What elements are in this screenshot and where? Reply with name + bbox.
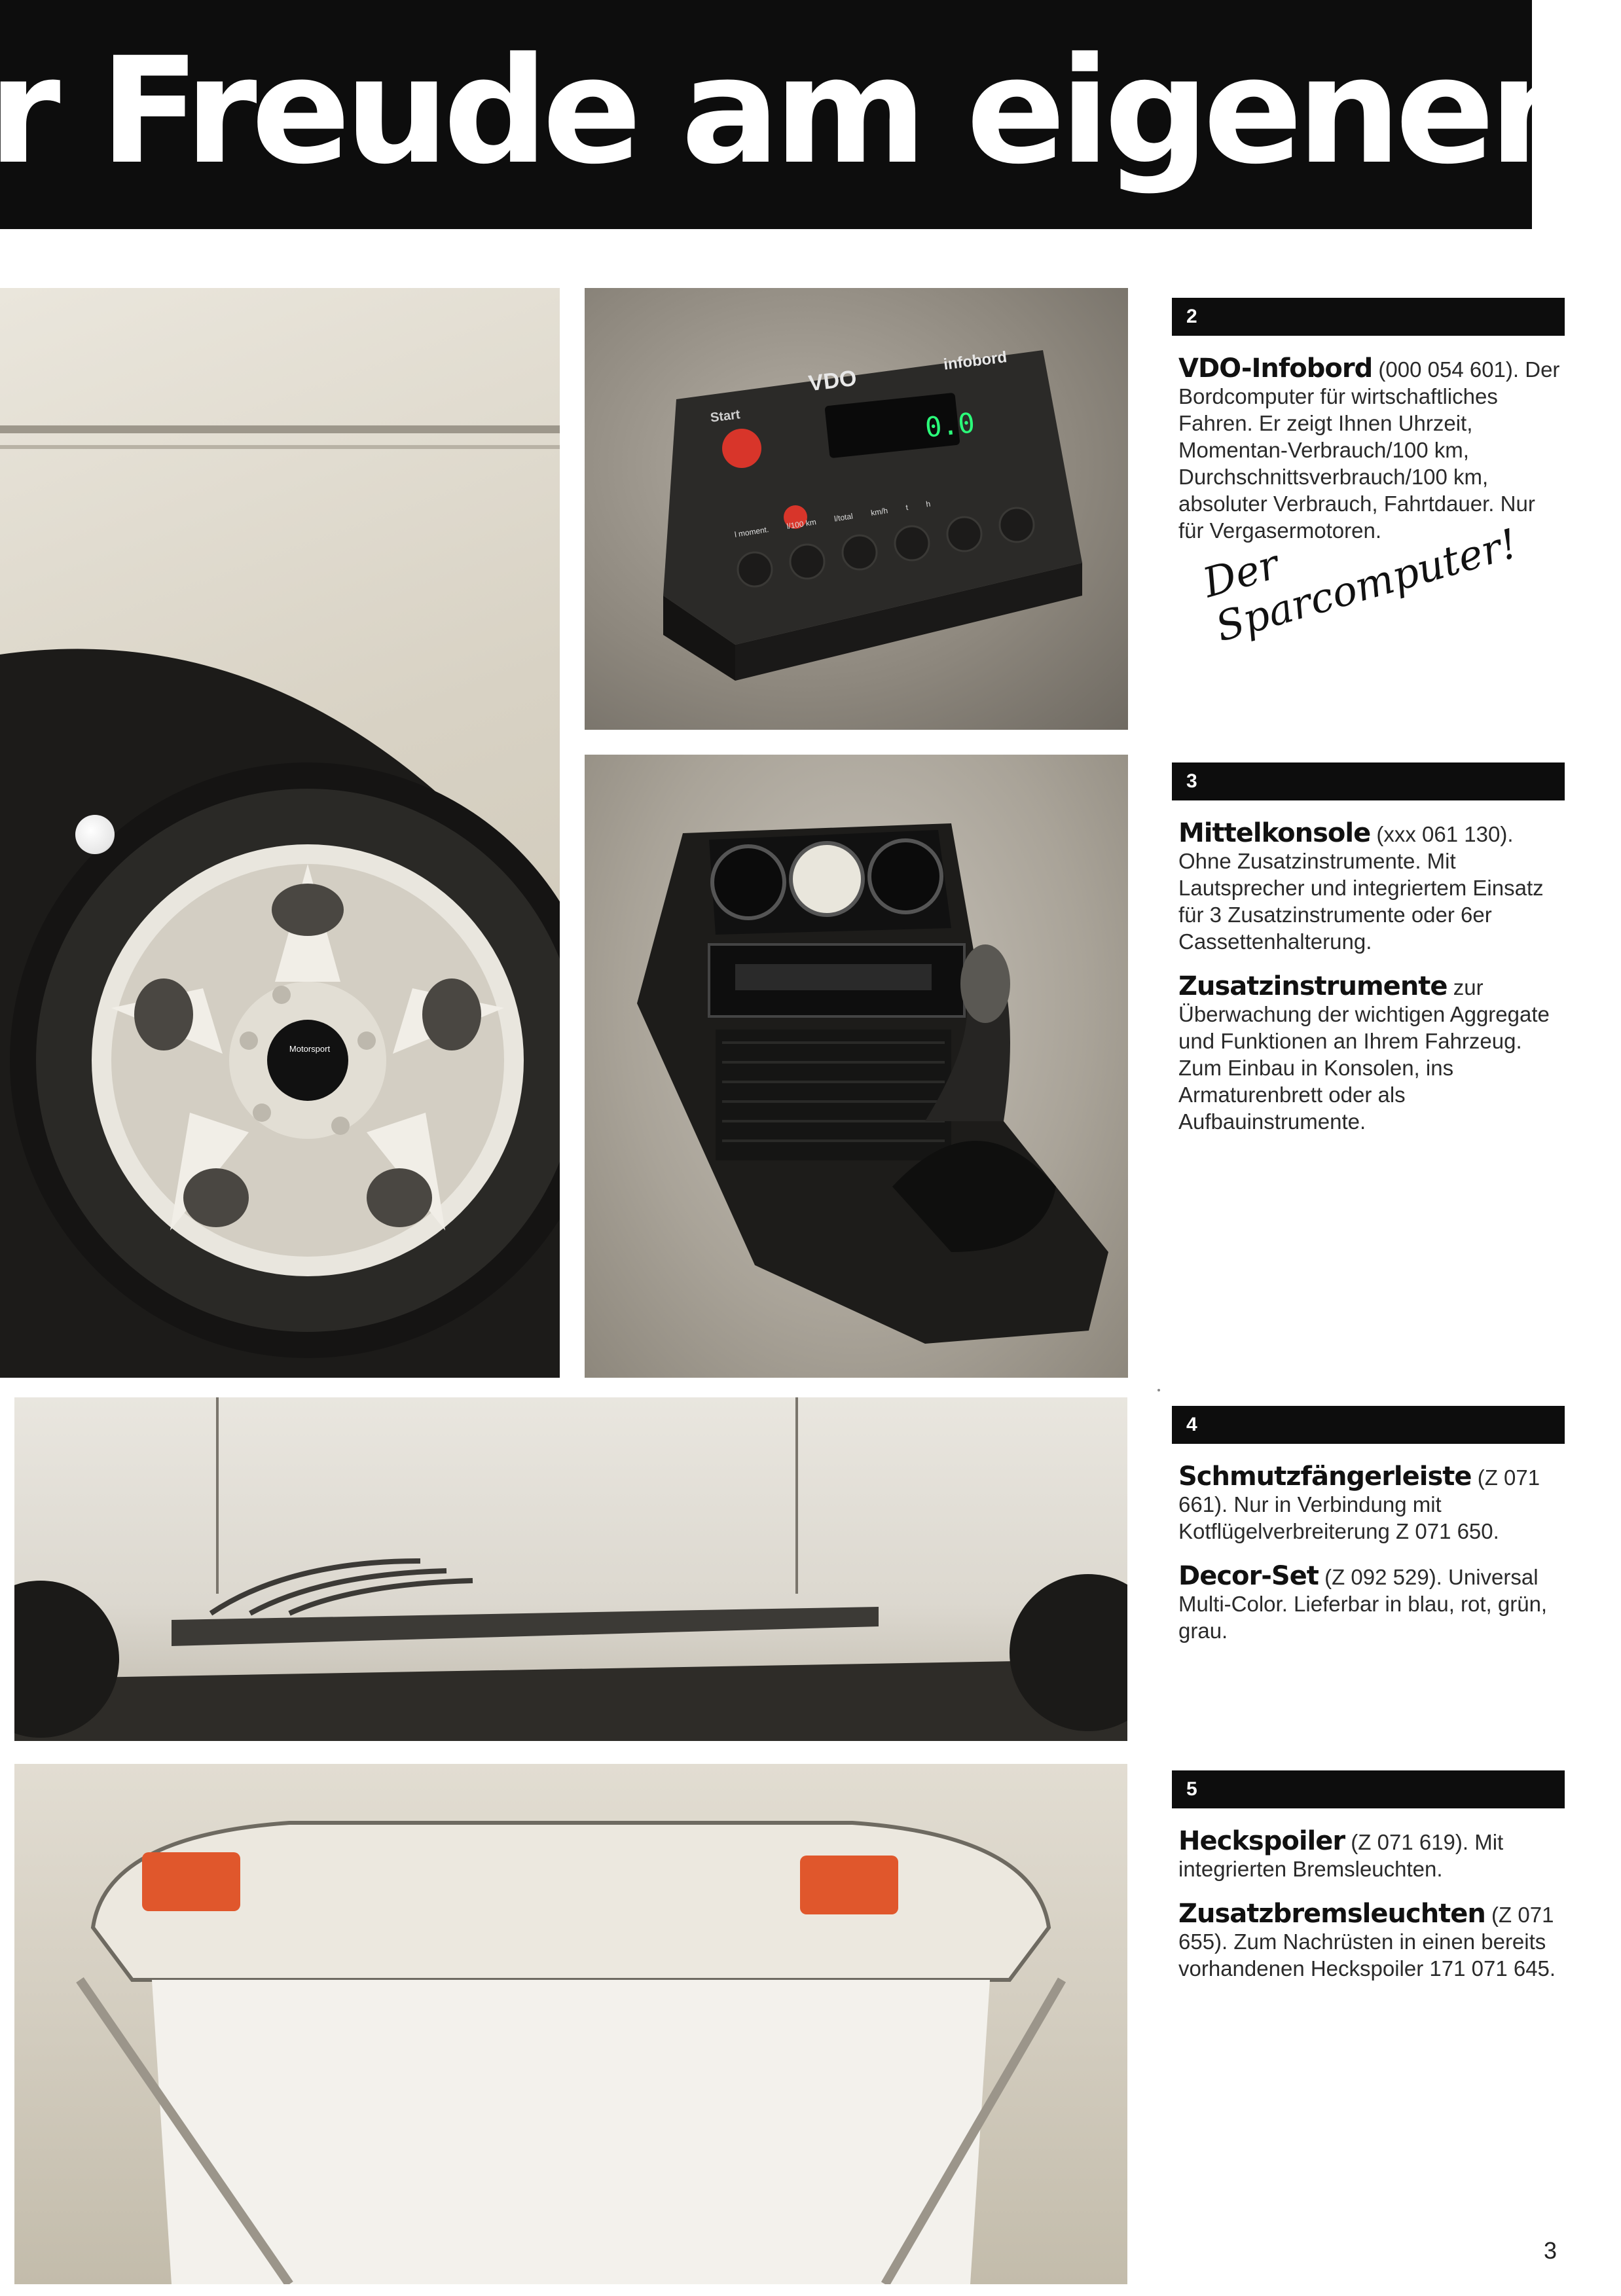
photo-alloy-wheel: Motorsport xyxy=(0,288,560,1378)
alloy-wheel-illustration xyxy=(0,425,560,1378)
button-label: t xyxy=(905,503,909,512)
product-description: zur Überwachung der wichtigen Aggregate … xyxy=(1178,975,1550,1134)
infobord-display-value: 0.0 xyxy=(923,406,977,444)
product-title: Schmutzfängerleiste xyxy=(1178,1462,1472,1492)
wheel-hub-logo-text: Motorsport xyxy=(289,1044,331,1054)
product-title: Zusatzinstrumente xyxy=(1178,971,1448,1001)
product-paragraph: Zusatzinstrumente zur Überwachung der wi… xyxy=(1178,973,1565,1135)
section-number-bar: 2 xyxy=(1172,298,1565,336)
product-description: (000 054 601). Der Bordcomputer für wirt… xyxy=(1178,357,1560,543)
product-title: Decor-Set xyxy=(1178,1561,1319,1591)
product-description: (xxx 061 130). Ohne Zusatzinstrumente. M… xyxy=(1178,822,1544,954)
photo-center-console xyxy=(585,755,1128,1378)
rear-spoiler-illustration xyxy=(76,1821,1066,2284)
binder-hole-icon xyxy=(75,815,115,854)
center-console-illustration xyxy=(637,823,1108,1344)
product-paragraph: Mittelkonsole (xxx 061 130). Ohne Zusatz… xyxy=(1178,820,1565,955)
product-title: Mittelkonsole xyxy=(1178,818,1371,848)
side-skirt-illustration xyxy=(14,1397,1127,1741)
photo-side-skirt-decor xyxy=(14,1397,1127,1741)
page-headline: r Freude am eigenen Auto. xyxy=(0,26,1532,196)
product-title: Zusatzbremsleuchten xyxy=(1178,1899,1486,1929)
product-title: VDO-Infobord xyxy=(1178,353,1373,384)
product-title: Heckspoiler xyxy=(1178,1826,1345,1856)
product-description: (Z 071 619). Mit integrierten Bremsleuch… xyxy=(1178,1830,1504,1881)
product-paragraph: VDO-Infobord (000 054 601). Der Bordcomp… xyxy=(1178,355,1565,544)
product-description: (Z 092 529). Universal Multi-Color. Lief… xyxy=(1178,1565,1548,1643)
product-entry-5: 5 Heckspoiler (Z 071 619). Mit integrier… xyxy=(1172,1770,1565,2000)
product-entry-3: 3 Mittelkonsole (xxx 061 130). Ohne Zusa… xyxy=(1172,762,1565,1153)
product-entry-2: 2 VDO-Infobord (000 054 601). Der Bordco… xyxy=(1172,298,1565,654)
printer-mark xyxy=(1157,1389,1160,1391)
photo-vdo-infobord: VDO infobord Start 0.0 l moment. l/100 k… xyxy=(585,288,1128,730)
product-paragraph: Decor-Set (Z 092 529). Universal Multi-C… xyxy=(1178,1563,1565,1644)
section-number-bar: 4 xyxy=(1172,1406,1565,1444)
product-paragraph: Heckspoiler (Z 071 619). Mit integrierte… xyxy=(1178,1828,1565,1882)
page-number: 3 xyxy=(1544,2237,1557,2264)
infobord-device-illustration xyxy=(663,350,1082,681)
product-description: (Z 071 655). Zum Nachrüsten in einen ber… xyxy=(1178,1903,1556,1981)
product-paragraph: Zusatzbremsleuchten (Z 071 655). Zum Nac… xyxy=(1178,1901,1565,1982)
section-number-bar: 3 xyxy=(1172,762,1565,800)
product-description: (Z 071 661). Nur in Verbindung mit Kotfl… xyxy=(1178,1465,1540,1543)
product-entry-4: 4 Schmutzfängerleiste (Z 071 661). Nur i… xyxy=(1172,1406,1565,1662)
product-paragraph: Schmutzfängerleiste (Z 071 661). Nur in … xyxy=(1178,1463,1565,1545)
headline-banner: r Freude am eigenen Auto. xyxy=(0,0,1532,229)
photo-rear-spoiler xyxy=(14,1764,1127,2284)
section-number-bar: 5 xyxy=(1172,1770,1565,1808)
